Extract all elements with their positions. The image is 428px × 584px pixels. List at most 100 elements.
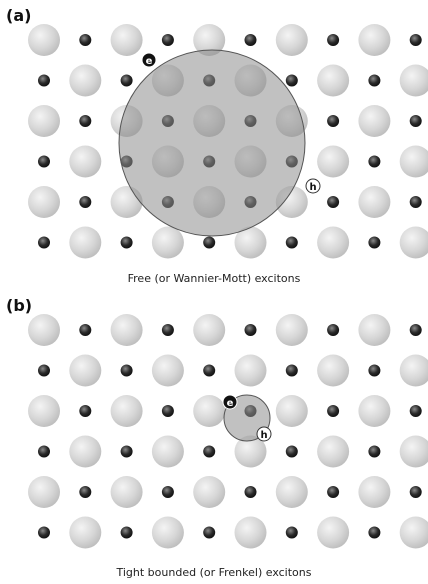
small-ion [244, 324, 257, 336]
large-ion [110, 395, 143, 427]
small-ion [120, 526, 133, 539]
lattice-atoms [28, 314, 428, 549]
small-ion [285, 236, 298, 249]
electron-marker: e [222, 394, 238, 410]
large-ion [317, 354, 350, 387]
large-ion [317, 516, 350, 549]
small-ion [203, 236, 216, 249]
large-ion [317, 226, 350, 259]
small-ion [244, 486, 257, 498]
large-ion [69, 435, 102, 468]
large-ion [193, 24, 226, 56]
small-ion [327, 34, 340, 46]
large-ion [317, 435, 350, 468]
small-ion [161, 324, 174, 336]
large-ion [234, 435, 267, 468]
small-ion [409, 34, 422, 46]
large-ion [358, 476, 391, 508]
large-ion [69, 354, 102, 387]
small-ion [79, 115, 92, 127]
small-ion [120, 74, 133, 87]
small-ion [327, 196, 340, 208]
small-ion [79, 405, 92, 417]
small-ion [161, 405, 174, 417]
large-ion [28, 186, 60, 218]
large-ion [317, 64, 350, 97]
large-ion [69, 226, 102, 259]
large-ion [28, 24, 60, 56]
small-ion [409, 405, 422, 417]
small-ion [327, 405, 340, 417]
panel-b-caption: Tight bounded (or Frenkel) excitons [116, 566, 312, 579]
small-ion [79, 196, 92, 208]
small-ion [38, 526, 50, 539]
small-ion [38, 74, 50, 87]
large-ion [110, 314, 143, 346]
large-ion [358, 24, 391, 56]
large-ion [275, 395, 308, 427]
large-ion [399, 435, 428, 468]
small-ion [161, 486, 174, 498]
small-ion [285, 364, 298, 377]
small-ion [203, 445, 216, 458]
panel-a-label: (a) [6, 6, 32, 25]
small-ion [327, 115, 340, 127]
small-ion [79, 324, 92, 336]
large-ion [234, 516, 267, 549]
large-ion [69, 145, 102, 178]
electron-label: e [227, 398, 234, 409]
electron-label: e [146, 56, 153, 67]
small-ion [120, 445, 133, 458]
panel-b-label: (b) [6, 296, 33, 315]
small-ion [327, 324, 340, 336]
small-ion [79, 34, 92, 46]
large-ion [358, 186, 391, 218]
small-ion [368, 364, 381, 377]
small-ion [368, 526, 381, 539]
large-ion [399, 64, 428, 97]
small-ion [38, 364, 50, 377]
large-ion [358, 314, 391, 346]
small-ion [327, 486, 340, 498]
large-ion [193, 395, 226, 427]
hole-marker: h [305, 178, 321, 194]
large-ion [151, 516, 184, 549]
small-ion [409, 324, 422, 336]
large-ion [193, 476, 226, 508]
small-ion [368, 445, 381, 458]
hole-marker: h [256, 426, 272, 442]
large-ion [69, 516, 102, 549]
large-ion [28, 476, 60, 508]
large-ion [28, 314, 60, 346]
large-ion [151, 226, 184, 259]
small-ion [203, 364, 216, 377]
large-ion [28, 105, 60, 137]
large-ion [110, 476, 143, 508]
small-ion [161, 34, 174, 46]
small-ion [120, 364, 133, 377]
large-ion [317, 145, 350, 178]
large-ion [358, 105, 391, 137]
exciton-orbit-large [118, 49, 306, 237]
small-ion [409, 115, 422, 127]
small-ion [203, 526, 216, 539]
large-ion [234, 354, 267, 387]
small-ion [38, 155, 50, 168]
electron-marker: e [141, 52, 157, 68]
large-ion [234, 226, 267, 259]
small-ion [409, 486, 422, 498]
small-ion [120, 236, 133, 249]
large-ion [110, 24, 143, 56]
small-ion [79, 486, 92, 498]
large-ion [399, 516, 428, 549]
large-ion [399, 145, 428, 178]
frenkel-lattice-diagram: e h [28, 314, 428, 549]
hole-label: h [260, 430, 267, 441]
large-ion [399, 354, 428, 387]
small-ion [285, 526, 298, 539]
large-ion [151, 435, 184, 468]
hole-label: h [309, 182, 316, 193]
small-ion [368, 155, 381, 168]
large-ion [275, 476, 308, 508]
